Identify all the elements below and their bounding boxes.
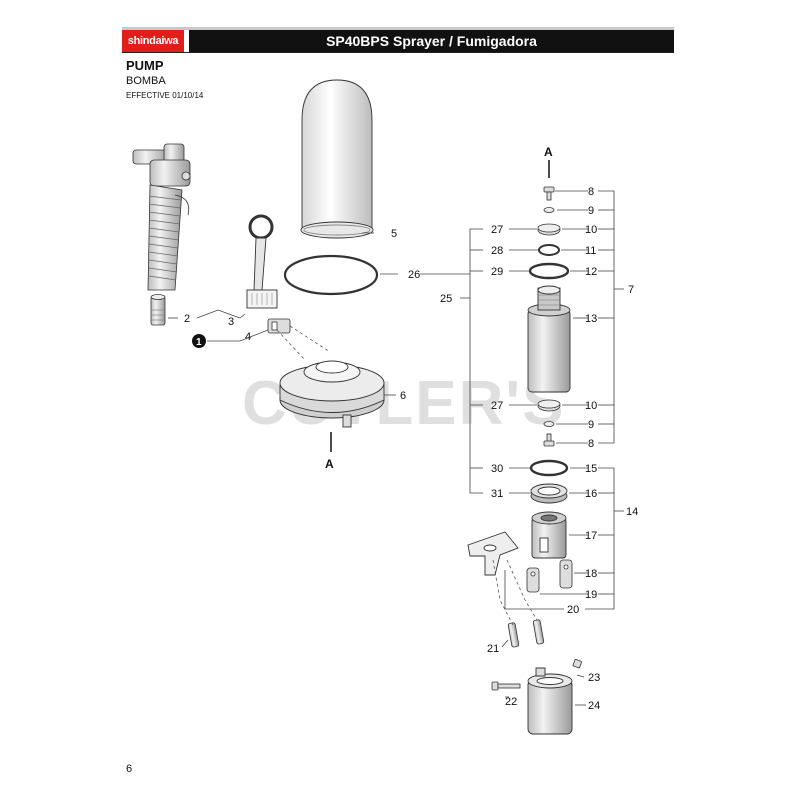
strainer-handle-part <box>246 214 278 309</box>
cup-seal-part <box>530 483 568 504</box>
view-marker-bottom-label: A <box>325 457 334 471</box>
clip-part <box>267 318 291 334</box>
callout-25: 25 <box>440 293 452 305</box>
callout-15: 15 <box>585 463 597 475</box>
view-marker-top-label: A <box>544 145 553 159</box>
pins-part <box>507 619 545 648</box>
bolt-part <box>491 681 521 691</box>
valve-disc-lower-part <box>537 399 561 412</box>
page-title: SP40BPS Sprayer / Fumigadora <box>326 33 537 49</box>
note-marker: 1 <box>192 334 206 348</box>
callout-10-bottom: 10 <box>585 400 597 412</box>
callout-24: 24 <box>588 700 600 712</box>
callout-5: 5 <box>391 228 397 240</box>
pressure-chamber-part <box>300 79 374 239</box>
callout-18: 18 <box>585 568 597 580</box>
o-ring-piston-part <box>529 459 569 477</box>
crank-housing-part <box>527 667 573 735</box>
effective-date: EFFECTIVE 01/10/14 <box>126 91 204 100</box>
callout-20: 20 <box>567 604 579 616</box>
connecting-rod-part <box>467 531 519 576</box>
note-marker-label: 1 <box>196 337 202 348</box>
callout-10-top: 10 <box>585 224 597 236</box>
callout-16: 16 <box>585 488 597 500</box>
header-bar: shindaiwa SP40BPS Sprayer / Fumigadora <box>122 27 674 53</box>
callout-6: 6 <box>400 390 406 402</box>
valve-disc-part <box>537 223 561 236</box>
callout-9-top: 9 <box>588 205 594 217</box>
callout-4: 4 <box>245 331 251 343</box>
callout-17: 17 <box>585 530 597 542</box>
pump-base-part <box>279 360 385 428</box>
leader-lines <box>168 190 624 706</box>
o-ring-large-part <box>528 262 570 280</box>
callout-27-top: 27 <box>491 224 503 236</box>
nut-part <box>572 659 582 669</box>
callout-14: 14 <box>626 506 638 518</box>
callout-26: 26 <box>408 269 420 281</box>
dashed-guides <box>276 325 538 626</box>
o-ring-part <box>283 254 379 296</box>
cylinder-part <box>527 285 571 393</box>
hose-assembly-part <box>132 143 191 291</box>
callout-13: 13 <box>585 313 597 325</box>
callout-28: 28 <box>491 245 503 257</box>
callout-31: 31 <box>491 488 503 500</box>
callout-29: 29 <box>491 266 503 278</box>
piston-part <box>531 511 567 559</box>
washer-part <box>543 207 555 213</box>
callout-22: 22 <box>505 696 517 708</box>
callout-19: 19 <box>585 589 597 601</box>
callout-27-bottom: 27 <box>491 400 503 412</box>
callout-2: 2 <box>184 313 190 325</box>
section-title: PUMP <box>126 58 164 73</box>
callout-8-top: 8 <box>588 186 594 198</box>
callout-7: 7 <box>628 284 634 296</box>
screw-lower-part <box>543 433 555 447</box>
callout-12: 12 <box>585 266 597 278</box>
fitting-part <box>150 294 166 326</box>
callout-3: 3 <box>228 316 234 328</box>
callout-labels: 2 3 4 5 6 7 8 9 10 11 12 13 10 9 8 15 16… <box>184 186 638 712</box>
callout-9-bottom: 9 <box>588 419 594 431</box>
link-part <box>526 559 573 593</box>
callout-8-bottom: 8 <box>588 438 594 450</box>
section-subtitle: BOMBA <box>126 75 166 87</box>
header-divider <box>184 30 189 52</box>
callout-30: 30 <box>491 463 503 475</box>
callout-11: 11 <box>585 245 596 257</box>
brand-logo: shindaiwa <box>122 30 184 52</box>
washer-lower-part <box>543 421 555 427</box>
seal-ring-part <box>538 244 560 256</box>
view-marker-bottom: A <box>325 432 334 471</box>
callout-21: 21 <box>487 643 499 655</box>
callout-23: 23 <box>588 672 600 684</box>
page-number: 6 <box>126 763 133 775</box>
view-marker-top: A <box>544 145 553 178</box>
screw-part <box>543 186 555 201</box>
